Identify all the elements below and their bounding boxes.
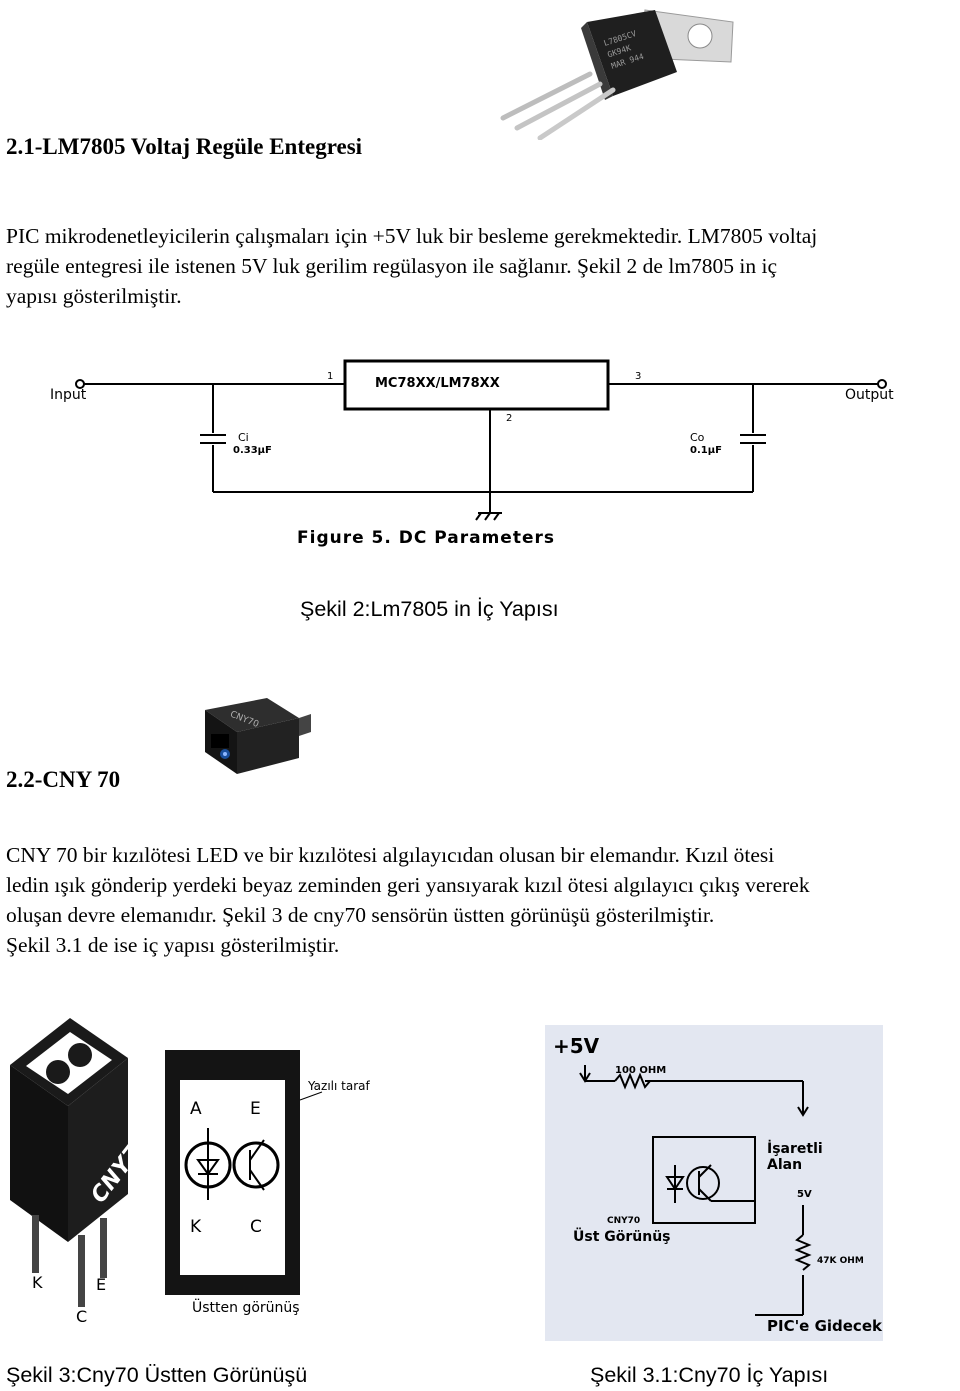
- marked-area-label-2: Alan: [767, 1157, 802, 1173]
- cny70-top-view: A E K C Yazılı taraf Üstten görünüş: [165, 1050, 370, 1316]
- marked-area-label-1: İşaretli: [767, 1140, 823, 1157]
- figure-3-1-caption: Şekil 3.1:Cny70 İç Yapısı: [590, 1363, 829, 1387]
- co-value: 0.1µF: [690, 445, 722, 456]
- section2-line-1: CNY 70 bir kızılötesi LED ve bir kızılöt…: [6, 843, 775, 867]
- output-label: Output: [845, 387, 894, 403]
- figure-2-caption: Şekil 2:Lm7805 in İç Yapısı: [300, 597, 559, 621]
- section2-line-3: oluşan devre elemanıdır. Şekil 3 de cny7…: [6, 903, 715, 927]
- chip-name: CNY70: [607, 1216, 640, 1226]
- pin3-label: 3: [635, 371, 641, 382]
- section-heading-cny70: 2.2-CNY 70: [6, 767, 121, 792]
- section1-line-2: regüle entegresi ile istenen 5V luk geri…: [6, 254, 778, 278]
- figure-title: Figure 5. DC Parameters: [297, 528, 555, 548]
- cny70-photo: CNY70: [205, 698, 311, 774]
- regulator-schematic: MC78XX/LM78XX 1 2 3 Input Output Ci 0.33…: [50, 359, 894, 548]
- v5-label: 5V: [797, 1189, 812, 1200]
- section1-line-3: yapısı gösterilmiştir.: [6, 284, 182, 308]
- ci-label: Ci: [238, 431, 249, 444]
- ic-label: MC78XX/LM78XX: [375, 376, 500, 391]
- regulator-photo: L7805CV GK94K MAR 944: [500, 9, 734, 140]
- pin-c-label: C: [76, 1307, 87, 1326]
- r2-label: 47K OHM: [817, 1256, 864, 1266]
- pin2-label: 2: [506, 413, 512, 424]
- bottom-label: Üstten görünüş: [192, 1298, 300, 1316]
- ci-value: 0.33µF: [233, 445, 272, 456]
- pin-e-label: E: [96, 1275, 106, 1294]
- to-pic-label: PIC'e Gidecek: [767, 1317, 883, 1335]
- top-e-label: E: [250, 1099, 261, 1119]
- vcc-label: +5V: [553, 1034, 600, 1058]
- section2-line-2: ledin ışık gönderip yerdeki beyaz zemind…: [6, 873, 810, 897]
- section-heading-lm7805: 2.1-LM7805 Voltaj Regüle Entegresi: [6, 134, 363, 159]
- input-label: Input: [50, 387, 87, 403]
- side-label: Yazılı taraf: [307, 1079, 370, 1093]
- top-c-label: C: [250, 1217, 262, 1237]
- top-k-label: K: [190, 1217, 202, 1237]
- section2-line-4: Şekil 3.1 de ise iç yapısı gösterilmişti…: [6, 933, 340, 957]
- figure-3-caption: Şekil 3:Cny70 Üstten Görünüşü: [6, 1363, 308, 1387]
- cny70-3d-body: CNY70 K C E: [10, 1018, 156, 1326]
- top-view-label: Üst Görünüş: [573, 1227, 671, 1245]
- cny70-drawing: CNY70 K C E A E K C Yazılı taraf Üstten …: [10, 1018, 370, 1326]
- pin1-label: 1: [327, 371, 333, 382]
- section1-line-1: PIC mikrodenetleyicilerin çalışmaları iç…: [6, 224, 818, 248]
- top-a-label: A: [190, 1099, 202, 1119]
- r1-label: 100 OHM: [615, 1065, 666, 1076]
- pin-k-label: K: [32, 1273, 43, 1292]
- cny70-circuit: +5V 100 OHM İşaretli Alan CNY70 Üst Görü…: [545, 1025, 883, 1341]
- co-label: Co: [690, 431, 705, 444]
